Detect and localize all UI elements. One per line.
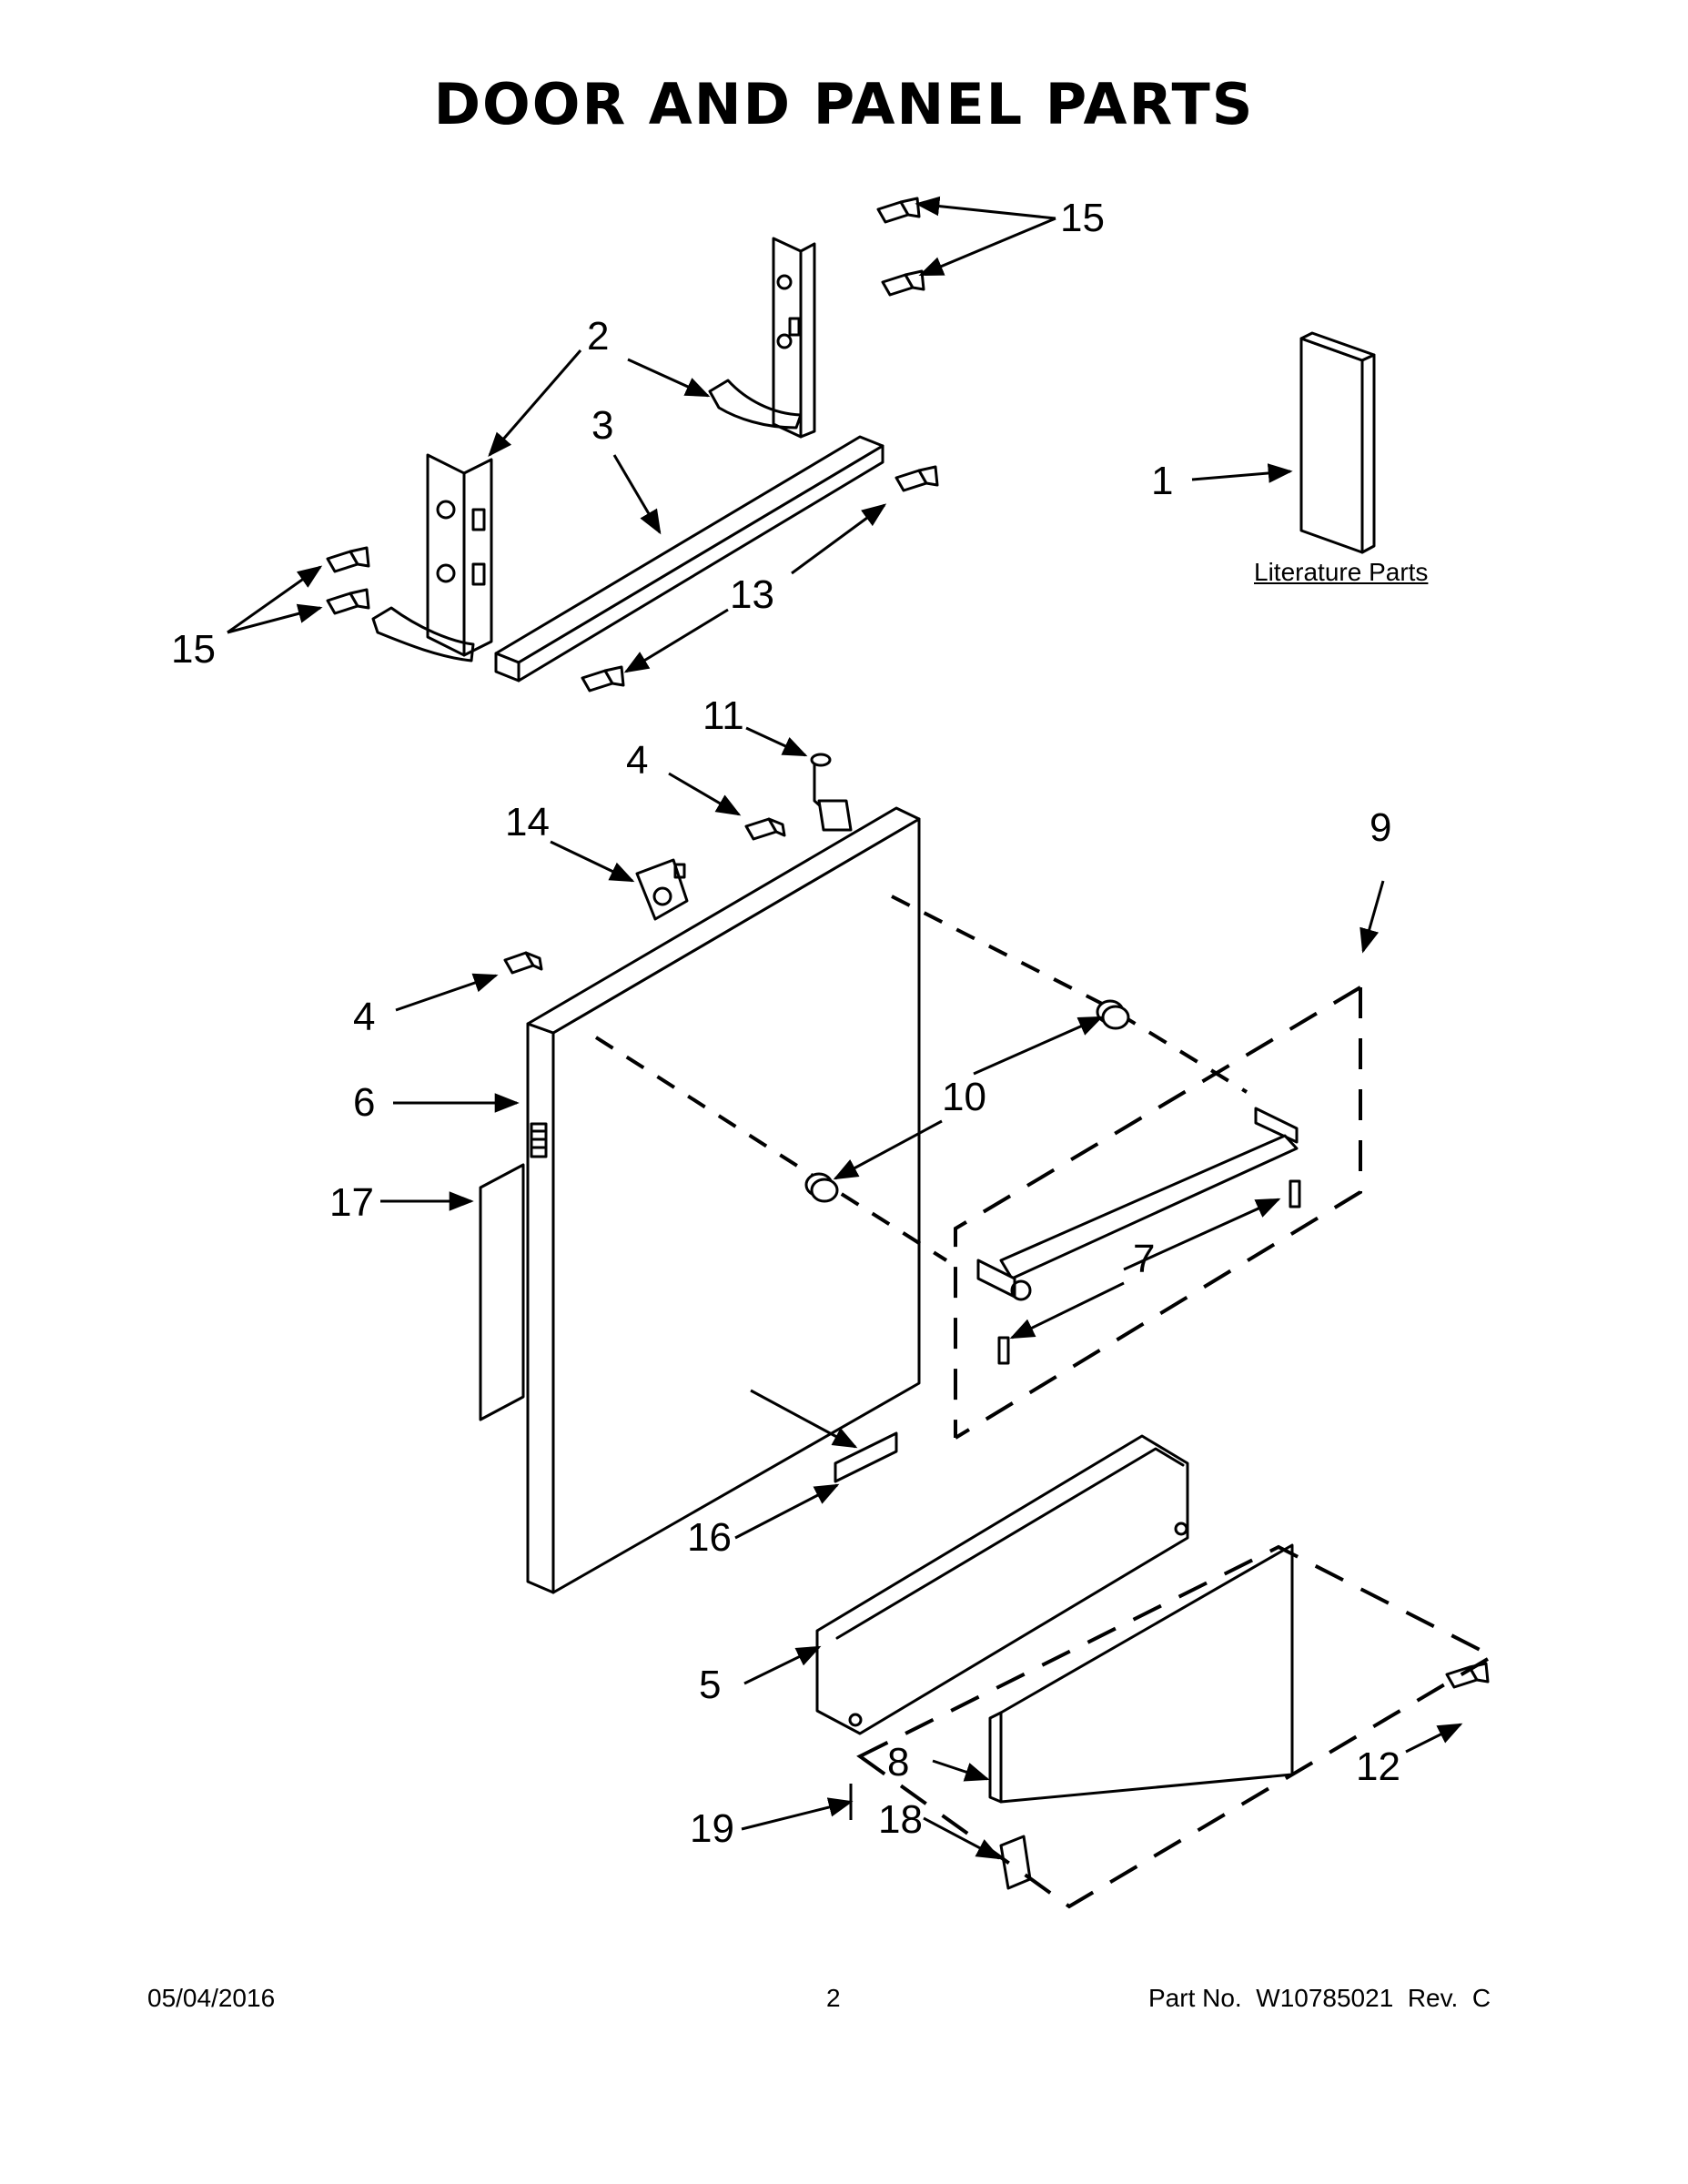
callout-1: 1 <box>1151 459 1174 503</box>
handle-standoff-lower <box>804 1172 839 1203</box>
callout-14: 14 <box>505 800 550 844</box>
callout-16: 16 <box>687 1515 732 1560</box>
callout-3: 3 <box>591 403 614 448</box>
callout-7: 7 <box>1133 1237 1156 1281</box>
literature-parts-label: Literature Parts <box>1254 558 1429 586</box>
screw-13-right <box>895 465 939 492</box>
callout-8: 8 <box>887 1740 910 1785</box>
handle-axis-line-upper <box>891 895 1248 1094</box>
screw-15-upper-b <box>881 269 925 297</box>
callout-17: 17 <box>329 1180 374 1225</box>
callout-12: 12 <box>1356 1744 1400 1789</box>
screw-4-upper <box>744 817 786 841</box>
outer-door-panel <box>526 806 921 1594</box>
footer-date: 05/04/2016 <box>147 1984 276 2012</box>
callout-4-upper: 4 <box>626 738 649 783</box>
screw-15-left-a <box>326 546 370 573</box>
door-frame-channel <box>494 435 884 682</box>
footer-page-number: 2 <box>826 1984 841 2012</box>
right-door-hinge-bracket <box>708 237 816 439</box>
page-title: DOOR AND PANEL PARTS <box>433 71 1255 137</box>
callout-6: 6 <box>353 1080 376 1125</box>
door-latch <box>635 858 689 921</box>
callout-9: 9 <box>1370 805 1392 850</box>
left-door-hinge-bracket <box>371 453 493 662</box>
screw-15-left-b <box>326 588 370 615</box>
handle-kit-outline <box>954 986 1362 1440</box>
literature-booklet <box>1299 331 1376 554</box>
screw-12 <box>1445 1662 1490 1689</box>
callout-19: 19 <box>690 1806 734 1851</box>
callout-4-lower: 4 <box>353 995 376 1039</box>
callout-5: 5 <box>699 1663 722 1707</box>
door-switch-part <box>810 753 853 832</box>
callout-10: 10 <box>942 1075 986 1119</box>
callout-15-lower: 15 <box>171 627 216 672</box>
callout-13: 13 <box>730 572 774 617</box>
toe-panel-bracket <box>815 1434 1189 1735</box>
callout-2: 2 <box>587 314 610 359</box>
footer-part-number: Part No. W10785021 Rev. C <box>1148 1984 1491 2012</box>
screw-4-lower <box>503 951 543 975</box>
callout-11: 11 <box>702 693 744 738</box>
door-gasket <box>479 1163 525 1421</box>
callout-18: 18 <box>878 1797 923 1842</box>
screw-15-upper-a <box>876 197 921 224</box>
handle-axis-line-lower <box>594 1036 948 1262</box>
brand-badge <box>834 1431 898 1483</box>
handle-standoff-upper <box>1096 999 1130 1030</box>
callout-15-upper: 15 <box>1060 196 1105 240</box>
screw-13-left <box>581 665 625 693</box>
